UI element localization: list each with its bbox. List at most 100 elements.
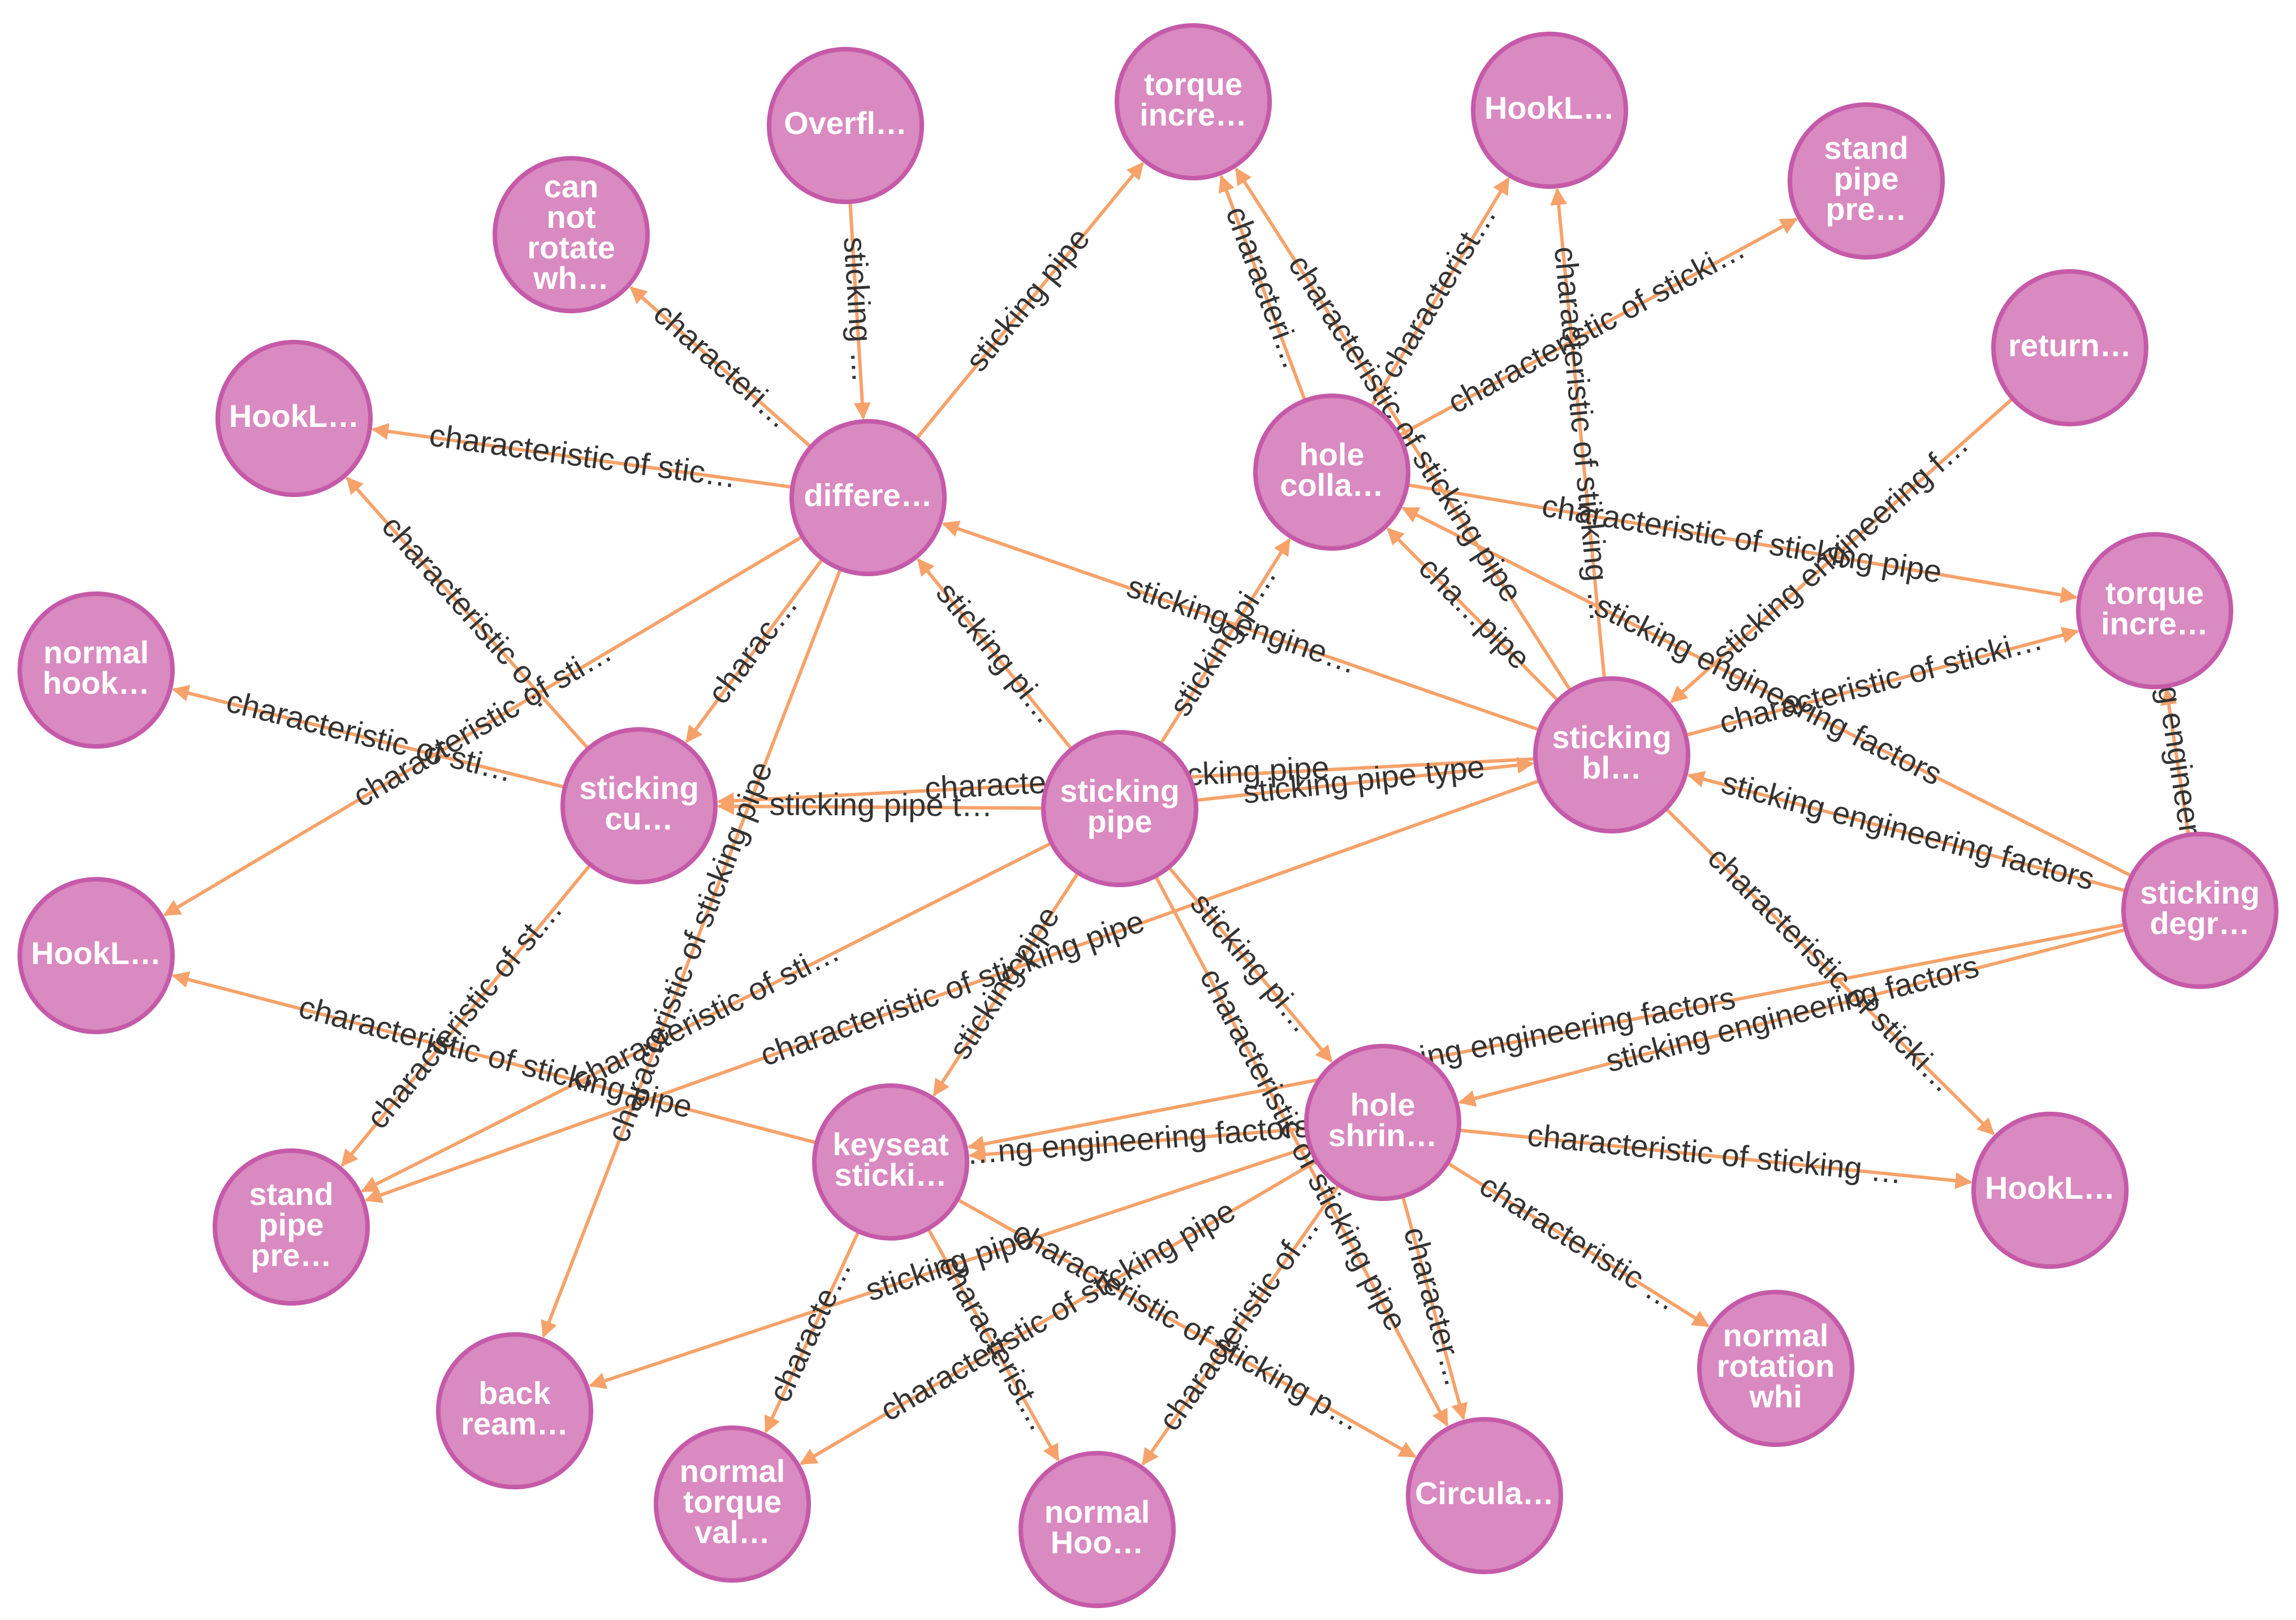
edge-labels-layer: sticking …sticking pipecharacteri…charac… [223, 198, 2222, 1438]
node-normal-torque[interactable]: normaltorqueval… [654, 1425, 811, 1583]
edge-hole_collapse-to-standpipe_tr [1398, 217, 1798, 438]
node-label: Circula… [1415, 1475, 1554, 1511]
node-torque-right[interactable]: torqueincre… [2076, 532, 2233, 689]
edge-label: characte… [762, 1254, 858, 1407]
node-torque-top[interactable]: torqueincre… [1115, 23, 1272, 180]
node-hole-collapse[interactable]: holecolla… [1253, 394, 1410, 551]
node-label: hole [1350, 1087, 1415, 1122]
node-hookl-left1[interactable]: HookL… [215, 340, 373, 497]
edge-sticking_degree-to-hole_collapse [1401, 506, 2133, 878]
edge-sticking_pipe-to-keyseat [933, 871, 1080, 1097]
node-cannot-rotate[interactable]: cannotrotatewh… [493, 156, 650, 313]
node-circle[interactable] [1115, 23, 1272, 180]
edge-return-to-sticking_block [1670, 397, 2014, 703]
edge-hole_collapse-to-torque_right [1406, 483, 2078, 603]
node-overflow[interactable]: Overfl… [767, 47, 924, 204]
node-label: val… [694, 1514, 770, 1550]
node-circula[interactable]: Circula… [1406, 1417, 1563, 1574]
node-circle[interactable] [1991, 269, 2148, 426]
node-circle[interactable] [436, 1332, 593, 1489]
node-circle[interactable] [560, 727, 718, 884]
node-circle[interactable] [1018, 1451, 1176, 1608]
edge-sticking_block-to-torque_right [1685, 627, 2079, 737]
node-label: pipe [1833, 161, 1898, 196]
edge-sticking_block-to-hookl_top [1550, 188, 1607, 679]
node-label: shrin… [1328, 1117, 1438, 1153]
node-standpipe-bl[interactable]: standpipepre… [213, 1148, 370, 1306]
node-normal-hook[interactable]: normalhook… [18, 591, 175, 749]
node-circle[interactable] [1697, 1290, 1854, 1447]
node-return[interactable]: return… [1991, 269, 2148, 426]
node-circle[interactable] [1406, 1417, 1563, 1574]
node-label: incre… [1140, 97, 1247, 132]
node-label: ream… [461, 1406, 568, 1441]
edge-sticking_pipe-to-sticking_block [1195, 757, 1534, 802]
node-label: normal [1045, 1494, 1150, 1530]
node-back-ream[interactable]: backream… [436, 1332, 593, 1489]
node-circle[interactable] [493, 156, 650, 313]
node-circle[interactable] [2076, 532, 2233, 689]
node-differential[interactable]: differe… [789, 419, 947, 576]
node-circle[interactable] [1788, 102, 1945, 260]
node-label: stand [249, 1176, 333, 1212]
edge-sticking_cu-to-hookl_left1 [346, 477, 590, 750]
node-standpipe-tr[interactable]: standpipepre… [1788, 102, 1945, 260]
node-label: degr… [2150, 905, 2250, 941]
node-label: HookL… [1484, 90, 1615, 126]
node-circle[interactable] [2121, 832, 2278, 989]
node-circle[interactable] [1533, 676, 1690, 833]
node-sticking-cu[interactable]: stickingcu… [560, 727, 718, 884]
edge-hole_shrink-to-normal_hoo [1141, 1183, 1340, 1466]
edge-differential-to-sticking_cu [685, 558, 824, 744]
node-label: back [478, 1375, 551, 1411]
node-circle[interactable] [1041, 730, 1198, 887]
node-label: rotate [527, 230, 615, 265]
node-hookl-top[interactable]: HookL… [1471, 32, 1628, 189]
node-circle[interactable] [18, 877, 175, 1034]
node-label: Overfl… [784, 105, 907, 141]
edges-layer [163, 162, 2190, 1466]
node-hole-shrink[interactable]: holeshrin… [1304, 1044, 1461, 1201]
edge-hole_shrink-to-normal_rotation [1446, 1161, 1710, 1328]
edge-label: characteristic of stic… [428, 417, 739, 494]
edge-label: sticking pipe [959, 221, 1097, 378]
node-circle[interactable] [1304, 1044, 1461, 1201]
edge-sticking_block-to-differential [942, 520, 1540, 732]
edge-differential-to-hookl_left2 [163, 535, 804, 917]
node-label: differe… [804, 477, 932, 513]
node-hookl-right[interactable]: HookL… [1971, 1112, 2129, 1269]
edge-sticking_degree-to-hole_shrink [1458, 928, 2127, 1107]
node-circle[interactable] [215, 340, 373, 497]
node-label: HookL… [1985, 1170, 2115, 1206]
nodes-layer: Overfl…torqueincre…HookL…standpipepre…ca… [18, 23, 2278, 1608]
node-circle[interactable] [654, 1425, 811, 1583]
node-circle[interactable] [1471, 32, 1628, 189]
edge-sticking_cu-to-standpipe_bl [340, 863, 592, 1167]
node-circle[interactable] [213, 1148, 370, 1306]
node-label: normal [1723, 1317, 1829, 1353]
node-label: torque [1144, 66, 1242, 102]
edge-label: characteri… [647, 295, 799, 435]
node-circle[interactable] [18, 591, 175, 749]
node-circle[interactable] [767, 47, 924, 204]
node-label: keyseat [832, 1126, 949, 1162]
edge-sticking_pipe-to-standpipe_bl [361, 841, 1052, 1193]
node-keyseat[interactable]: keyseatsticki… [812, 1083, 969, 1241]
node-circle[interactable] [1253, 394, 1410, 551]
edge-sticking_degree-to-sticking_block [1687, 771, 2127, 893]
edge-hole_shrink-to-hookl_right [1458, 1128, 1973, 1189]
node-label: sticking [579, 770, 699, 806]
node-normal-hoo[interactable]: normalHoo… [1018, 1451, 1176, 1608]
node-circle[interactable] [789, 419, 947, 576]
node-sticking-block[interactable]: stickingbl… [1533, 676, 1690, 833]
node-circle[interactable] [812, 1083, 969, 1241]
edge-sticking_block-to-standpipe_bl [364, 779, 1540, 1203]
node-sticking-degree[interactable]: stickingdegr… [2121, 832, 2278, 989]
node-label: cu… [605, 801, 673, 836]
node-circle[interactable] [1971, 1112, 2129, 1269]
node-label: hook… [42, 665, 150, 701]
edge-differential-to-hookl_left1 [371, 423, 793, 489]
node-hookl-left2[interactable]: HookL… [18, 877, 175, 1034]
